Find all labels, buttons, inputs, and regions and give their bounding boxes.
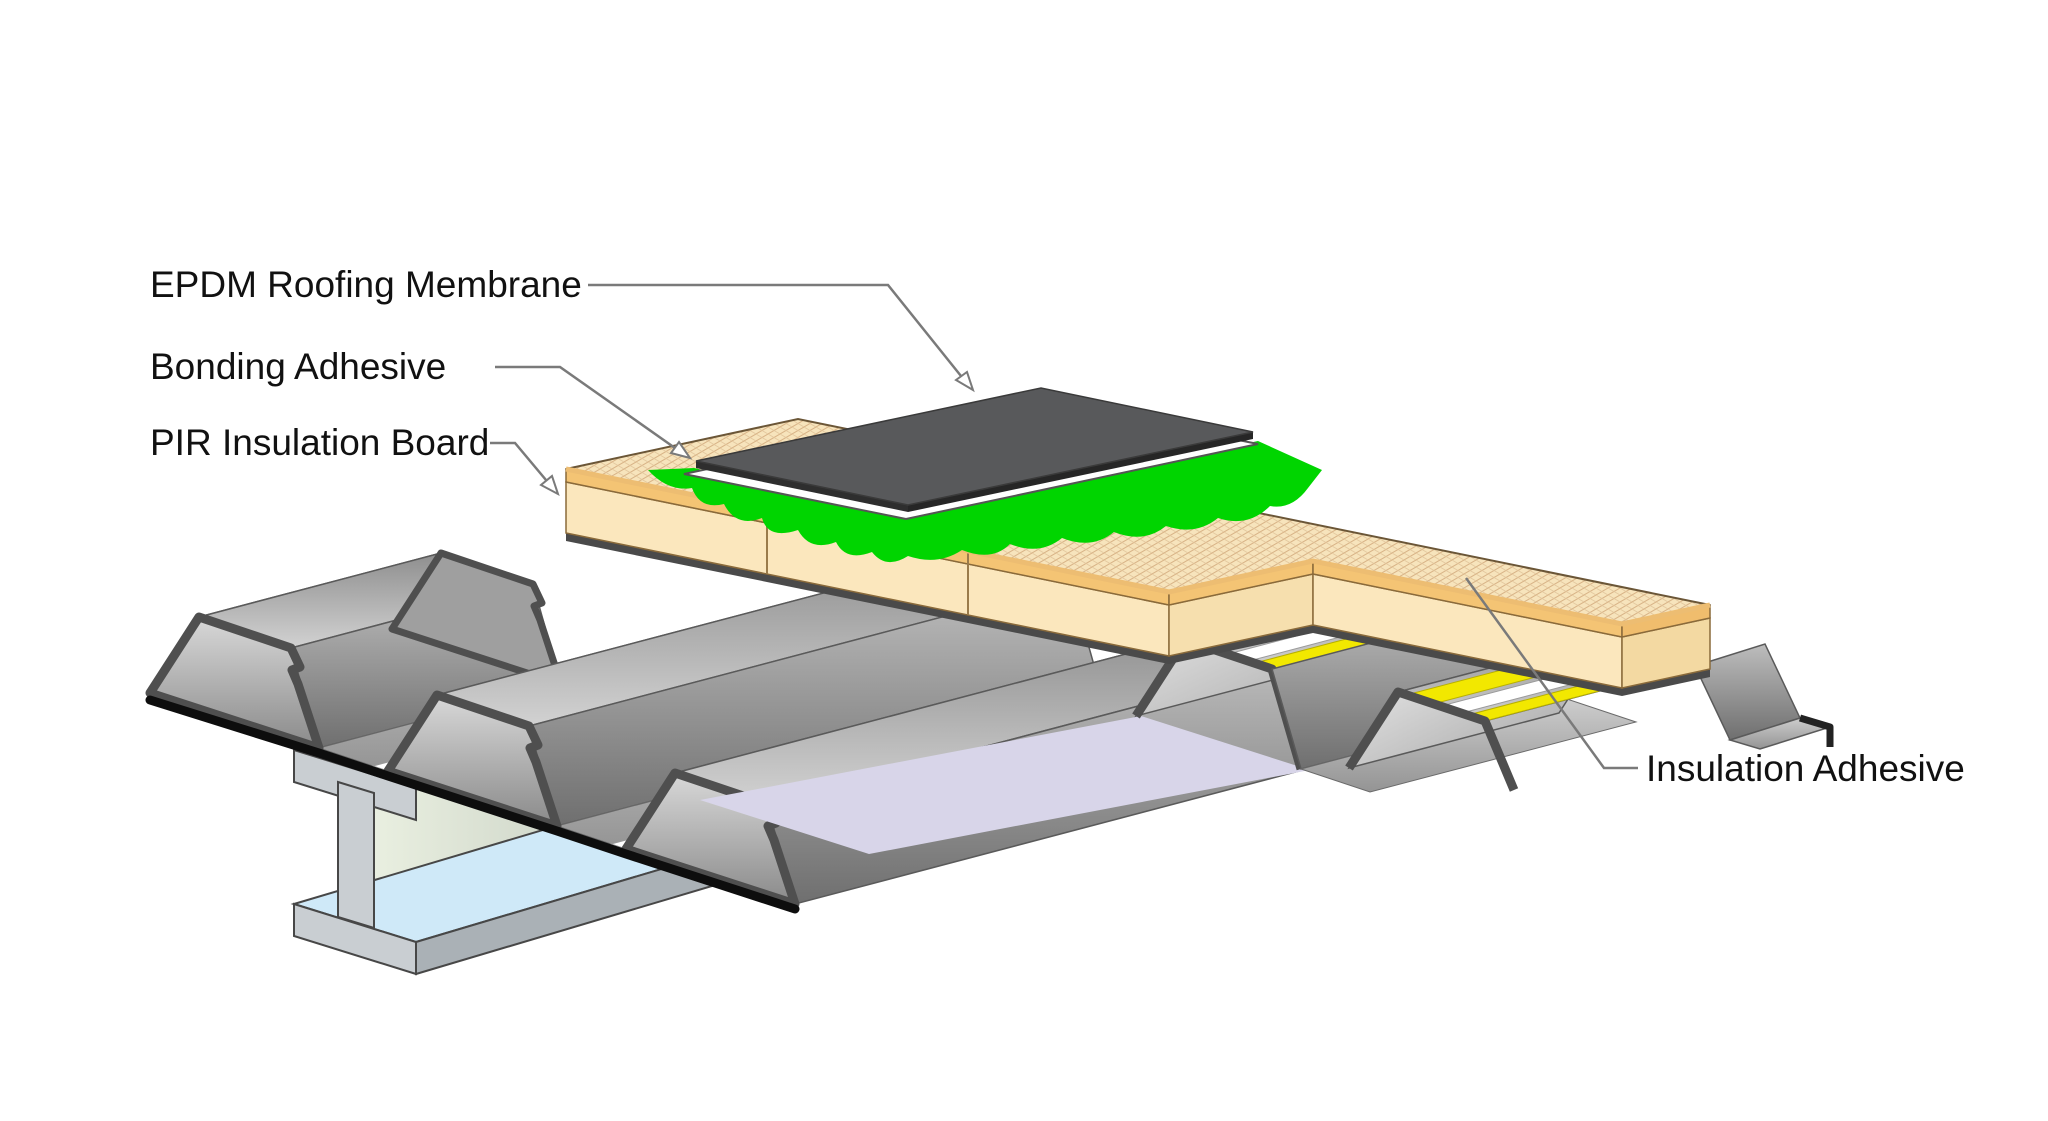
arrowhead-epdm bbox=[954, 370, 975, 393]
rib2-front-cut-face bbox=[383, 690, 562, 831]
deck-tail-dark-flap bbox=[1798, 714, 1834, 747]
membrane-front-left-edge bbox=[696, 461, 908, 512]
arrowhead-bonding bbox=[669, 440, 693, 460]
board-underside-front bbox=[566, 533, 1169, 664]
board-underside-arm-end bbox=[1622, 669, 1710, 696]
rib1-front-cut-face bbox=[145, 612, 324, 753]
labels: EPDM Roofing Membrane Bonding Adhesive P… bbox=[150, 264, 1965, 789]
label-pir-insulation-board: PIR Insulation Board bbox=[150, 422, 489, 463]
deck-underside-black-edge bbox=[145, 695, 800, 914]
beam-end-web bbox=[337, 780, 375, 930]
label-epdm-membrane: EPDM Roofing Membrane bbox=[150, 264, 582, 305]
epdm-membrane-top bbox=[695, 387, 1254, 506]
valley-shadow-lavender bbox=[700, 716, 1310, 854]
board-underside-notch bbox=[1169, 625, 1313, 664]
epdm-membrane-assembly bbox=[683, 387, 1259, 521]
leader-line-insulation-adhesive bbox=[1464, 577, 1638, 770]
board-underside-arm bbox=[1313, 625, 1622, 696]
leader-line-bonding bbox=[495, 365, 676, 450]
leader-lines bbox=[490, 283, 1638, 770]
arrowhead-pir bbox=[539, 474, 560, 497]
membrane-front-right-edge bbox=[908, 432, 1253, 512]
beam-end-bottom-flange bbox=[293, 902, 417, 976]
leader-line-epdm bbox=[588, 283, 962, 377]
leader-line-pir bbox=[490, 441, 547, 481]
label-insulation-adhesive: Insulation Adhesive bbox=[1646, 748, 1965, 789]
ribB-cut-edge bbox=[1345, 687, 1519, 792]
label-bonding-adhesive: Bonding Adhesive bbox=[150, 346, 446, 387]
